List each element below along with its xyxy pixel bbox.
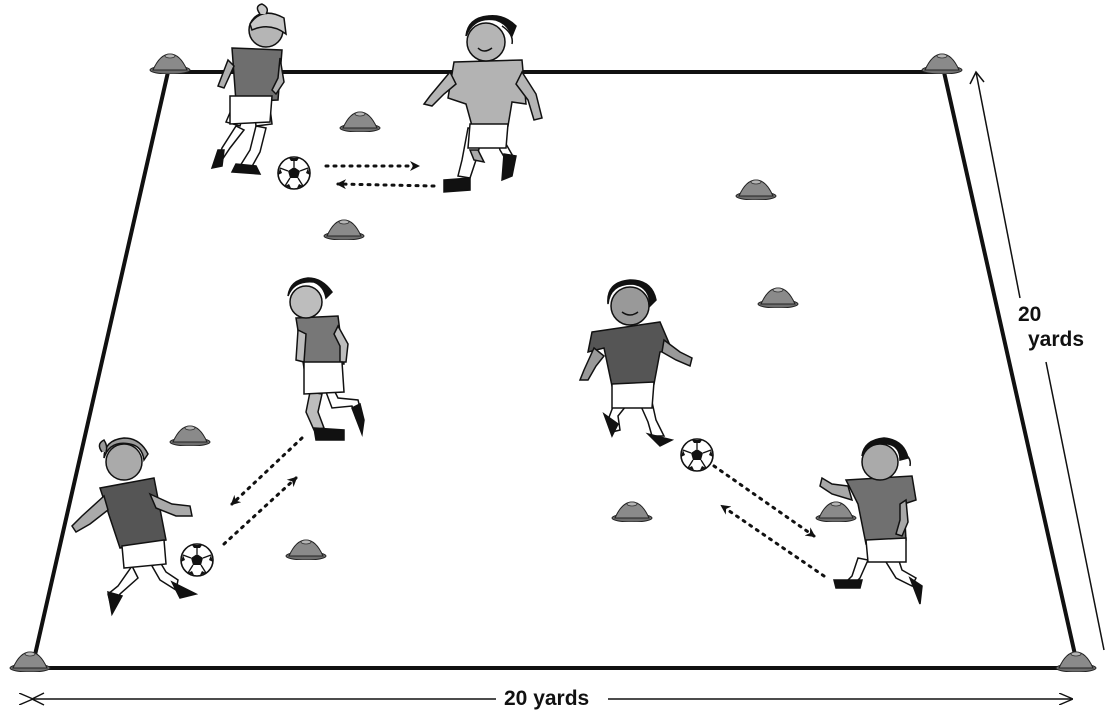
pass-arrow: [720, 504, 826, 578]
cone-corner-top-left: [149, 53, 191, 74]
player-top-center: [422, 14, 543, 193]
cone-corner-top-right: [921, 53, 963, 74]
player-middle-right: [578, 279, 693, 447]
soccer-ball: [277, 156, 311, 190]
pass-arrows: [222, 161, 826, 578]
soccer-ball: [180, 543, 214, 577]
height-label-unit: yards: [1026, 328, 1087, 352]
pass-arrow: [222, 476, 298, 546]
soccer-ball: [680, 438, 714, 472]
player-bottom-right: [819, 437, 923, 605]
width-dimension: [32, 692, 1072, 706]
height-label-number: 20: [1016, 303, 1044, 327]
width-label: 20 yards: [498, 687, 596, 711]
pass-arrow: [336, 179, 436, 190]
player-middle-left: [287, 277, 365, 441]
player-bottom-left: [71, 437, 199, 617]
field-boundary: [30, 70, 1080, 670]
pass-arrow: [230, 436, 304, 506]
height-dimension: [969, 70, 1105, 651]
player-top-left: [210, 3, 287, 175]
